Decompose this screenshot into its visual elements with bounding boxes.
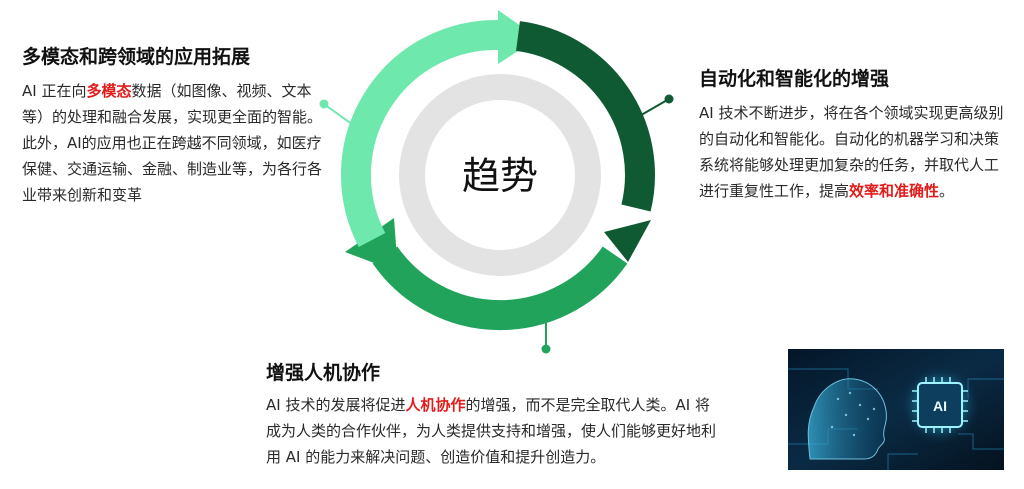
right-section: 自动化和智能化的增强 AI 技术不断进步，将在各个领域实现更高级别的自动化和智能… (699, 66, 1004, 204)
ai-illustration-art: AI (788, 349, 1004, 470)
left-section-text: AI 正在向多模态数据（如图像、视频、文本等）的处理和融合发展，实现更全面的智能… (22, 78, 332, 208)
head-icon (807, 378, 887, 460)
left-arc-segment (340, 19, 501, 247)
right-connector-dot (664, 94, 674, 104)
right-section-text: AI 技术不断进步，将在各个领域实现更高级别的自动化和智能化。自动化的机器学习和… (699, 100, 1004, 204)
right-text-end: 。 (939, 182, 955, 200)
ai-illustration: AI (788, 349, 1004, 470)
bottom-text-end: 的增强，而不是完全取代人类。AI 将成为人类的合作伙伴，为人类提供支持和增强，使… (266, 396, 717, 466)
left-section: 多模态和跨领域的应用拓展 AI 正在向多模态数据（如图像、视频、文本等）的处理和… (22, 44, 332, 208)
inner-gray-ring (399, 74, 601, 276)
chip-icon: AI (912, 377, 968, 433)
right-text-start: AI 技术不断进步，将在各个领域实现更高级别的自动化和智能化。自动化的机器学习和… (699, 104, 1004, 200)
right-arc-arrowhead (604, 220, 651, 262)
right-highlight: 效率和准确性 (849, 182, 940, 200)
bottom-section-heading: 增强人机协作 (266, 362, 381, 384)
bottom-arc-segment (372, 246, 628, 331)
right-arc-segment (515, 21, 655, 212)
bottom-section: 增强人机协作 AI 技术的发展将促进人机协作的增强，而不是完全取代人类。AI 将… (266, 360, 721, 470)
left-text-start: AI 正在向 (22, 82, 87, 100)
left-connector-dot (319, 99, 329, 109)
right-connector-line (635, 98, 670, 119)
bottom-section-text: AI 技术的发展将促进人机协作的增强，而不是完全取代人类。AI 将成为人类的合作… (266, 392, 721, 470)
bottom-highlight: 人机协作 (405, 396, 466, 414)
left-text-end: 数据（如图像、视频、文本等）的处理和融合发展，实现更全面的智能。此外，AI的应用… (22, 82, 323, 204)
chip-label: AI (933, 398, 947, 414)
left-section-heading: 多模态和跨领域的应用拓展 (22, 46, 251, 68)
bottom-connector-dot (541, 344, 551, 354)
center-title: 趋势 (461, 154, 538, 198)
right-section-heading: 自动化和智能化的增强 (699, 68, 890, 90)
bottom-arc-arrowhead (345, 218, 398, 272)
bottom-text-start: AI 技术的发展将促进 (266, 396, 406, 414)
left-highlight: 多模态 (86, 82, 132, 100)
left-connector-line (323, 103, 361, 131)
